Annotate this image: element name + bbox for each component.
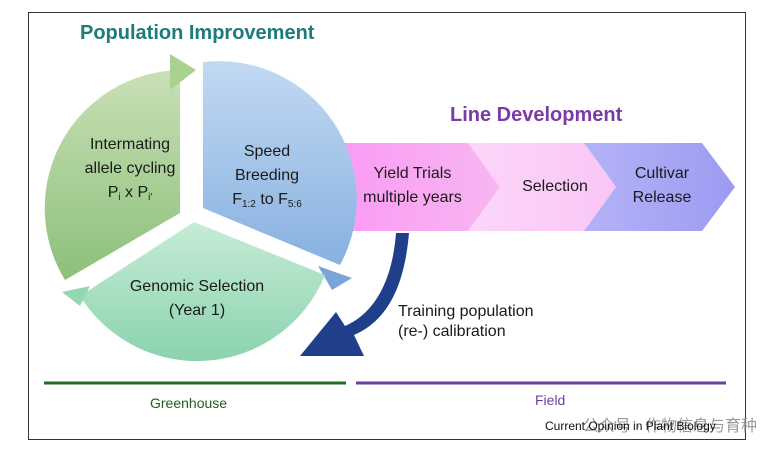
genomic-selection-label: Genomic Selection (Year 1) <box>112 275 282 323</box>
step-selection-shape <box>468 143 616 231</box>
step-cultivar-release-shape <box>584 143 735 231</box>
intermating-segment <box>44 70 180 280</box>
intermating-formula: Pi x Pi' <box>70 181 190 210</box>
yield-trials-line2: multiple years <box>363 189 462 206</box>
f-subscript-1: 1:2 <box>241 199 256 210</box>
step-yield-trials-shape <box>338 143 500 231</box>
training-line1: Training population <box>398 303 534 320</box>
journal-credit: Current Opinion in Plant Biology <box>545 419 716 433</box>
f-base-1: F <box>232 191 242 208</box>
p-subscript-1: i <box>118 192 121 203</box>
population-improvement-title: Population Improvement <box>80 22 315 44</box>
speed-breeding-arrowhead <box>318 266 352 290</box>
watermark: 公众号 · 作物信息与育种 <box>582 418 757 435</box>
field-zone-label: Field <box>535 392 566 408</box>
times-sign: x <box>120 184 138 201</box>
step-yield-trials-label: Yield Trials multiple years <box>350 162 475 210</box>
cultivar-line2: Release <box>632 189 692 206</box>
step-cultivar-release-label: Cultivar Release <box>612 162 712 210</box>
training-population-label: Training population (re-) calibration <box>398 302 598 342</box>
speed-breeding-segment <box>203 61 357 266</box>
line-development-title: Line Development <box>450 104 623 126</box>
selection-line1: Selection <box>522 178 588 195</box>
p-base-1: P <box>107 184 119 201</box>
intermating-line1: Intermating <box>89 136 171 153</box>
genomic-selection-segment <box>80 222 325 362</box>
speed-breeding-label: Speed Breeding F1:2 to F5:6 <box>212 140 322 217</box>
to-word: to <box>255 191 279 208</box>
greenhouse-zone-label: Greenhouse <box>150 395 228 411</box>
genomic-selection-arrowhead <box>62 286 90 306</box>
speed-breeding-line1: Speed <box>243 143 291 160</box>
f-subscript-2: 5:6 <box>287 199 302 210</box>
training-feedback-arrow <box>300 233 409 356</box>
p-base-2: P <box>137 184 149 201</box>
cultivar-line1: Cultivar <box>634 165 690 182</box>
genomic-selection-line1: Genomic Selection <box>129 278 265 295</box>
figure-frame <box>28 12 746 440</box>
step-selection-label: Selection <box>500 175 610 199</box>
p-subscript-2: i' <box>148 192 153 203</box>
genomic-selection-line2: (Year 1) <box>168 302 226 319</box>
f-base-2: F <box>278 191 288 208</box>
intermating-label: Intermating allele cycling Pi x Pi' <box>70 133 190 210</box>
training-line2: (re-) calibration <box>398 323 506 340</box>
speed-breeding-line2: Breeding <box>234 167 300 184</box>
speed-breeding-generations: F1:2 to F5:6 <box>212 188 322 217</box>
yield-trials-line1: Yield Trials <box>373 165 452 182</box>
intermating-arrowhead <box>170 54 196 90</box>
intermating-line2: allele cycling <box>84 160 176 177</box>
